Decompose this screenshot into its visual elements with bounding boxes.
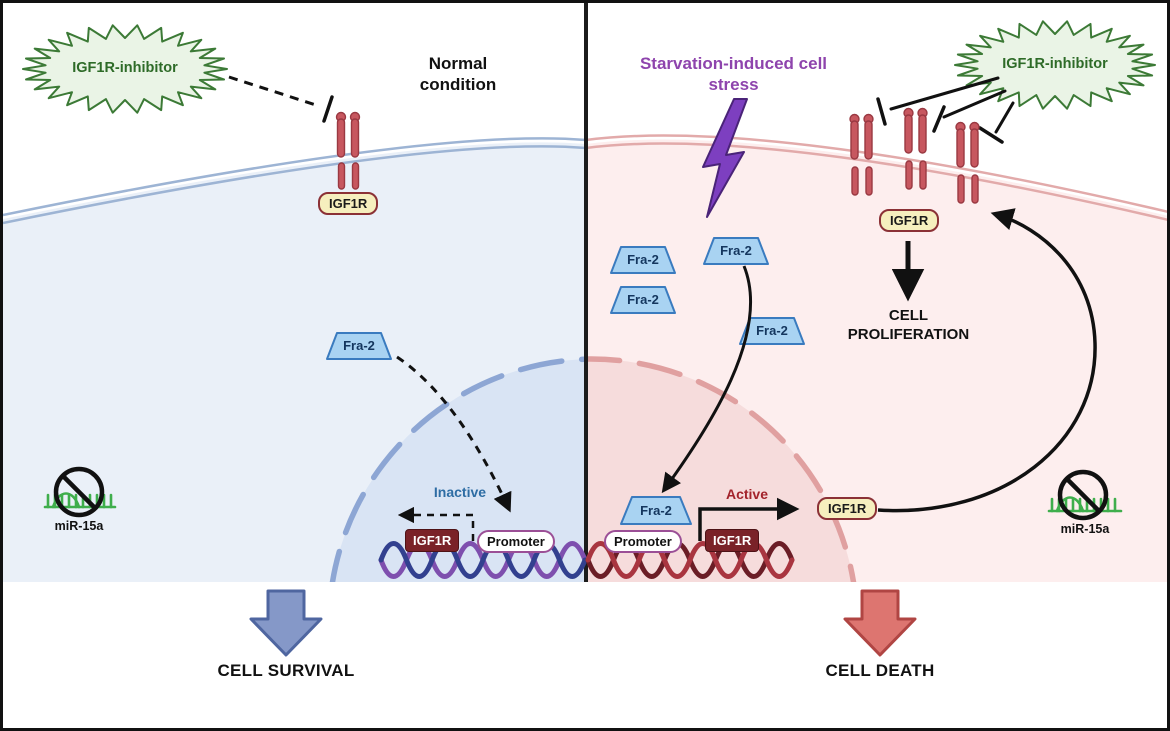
fra2-import-arrow-left xyxy=(396,355,512,513)
survival-arrow xyxy=(249,589,323,657)
left-cell-membrane xyxy=(3,137,587,225)
inhibition-line-left xyxy=(228,75,334,123)
inactive-transcription-arrow xyxy=(397,506,475,541)
igf1r-receptor-right-1 xyxy=(849,113,874,196)
active-transcription-arrow xyxy=(698,497,800,541)
fra2-label-right-1: Fra-2 xyxy=(627,252,659,267)
fra2-label-right-4: Fra-2 xyxy=(756,323,788,338)
fra2-label-right-2: Fra-2 xyxy=(720,243,752,258)
fra2-import-arrow-right xyxy=(661,265,753,494)
promoter-label-left: Promoter xyxy=(477,530,555,553)
mir15a-label-left: miR-15a xyxy=(54,519,104,533)
igf1r-receptor-label-left: IGF1R xyxy=(318,192,379,215)
active-label: Active xyxy=(725,486,769,502)
igf1r-receptor-right-2 xyxy=(903,107,928,190)
inhibitor-label-left: IGF1R-inhibitor xyxy=(72,60,178,76)
mir15a-icon-left xyxy=(43,466,117,518)
no-symbol-icon xyxy=(53,466,105,518)
fra2-trapezoids xyxy=(326,237,805,525)
condition-title-left: Normal condition xyxy=(419,54,497,95)
right-nucleus xyxy=(588,356,857,582)
fra2-shape-right-2 xyxy=(703,237,769,265)
fra2-shape-nucleus xyxy=(620,496,692,525)
inhibitor-label-right: IGF1R-inhibitor xyxy=(1002,56,1108,72)
right-cell-membrane xyxy=(585,134,1167,221)
inactive-label: Inactive xyxy=(433,484,487,500)
fra2-label-right-3: Fra-2 xyxy=(627,292,659,307)
fra2-shape-right-4 xyxy=(739,317,805,345)
cell-death-label: CELL DEATH xyxy=(825,661,935,680)
fra2-shape-right-1 xyxy=(610,246,676,274)
igf1r-receptor-label-right: IGF1R xyxy=(879,209,940,232)
inhibition-lines-right xyxy=(876,76,1015,144)
igf1r-receptor-left xyxy=(335,111,361,190)
igf1r-receptor-right-3 xyxy=(955,121,980,204)
fra2-label-nucleus: Fra-2 xyxy=(640,503,672,518)
igf1r-gene-box-left: IGF1R xyxy=(405,529,460,552)
death-arrow xyxy=(843,589,917,657)
promoter-label-right: Promoter xyxy=(604,530,682,553)
igf1r-gene-box-right: IGF1R xyxy=(705,529,760,552)
fra2-label-left: Fra-2 xyxy=(343,338,375,353)
no-symbol-icon xyxy=(1057,469,1109,521)
inhibitor-starburst-left xyxy=(22,24,228,114)
lightning-icon xyxy=(702,98,748,218)
left-nucleus xyxy=(329,356,584,582)
fra2-shape-right-3 xyxy=(610,286,676,314)
condition-title-right: Starvation-induced cell stress xyxy=(639,54,828,95)
igf1r-product-label: IGF1R xyxy=(817,497,878,520)
diagram-graphics xyxy=(3,3,1167,657)
fra2-shape-left xyxy=(326,332,392,360)
cell-survival-label: CELL SURVIVAL xyxy=(217,661,355,680)
mir15a-icon-right xyxy=(1047,469,1123,521)
inhibitor-starburst-right xyxy=(954,20,1156,110)
igf1r-feedback-arrow xyxy=(877,208,1097,513)
cell-proliferation-label: CELL PROLIFERATION xyxy=(847,307,970,343)
mir15a-label-right: miR-15a xyxy=(1060,522,1110,536)
